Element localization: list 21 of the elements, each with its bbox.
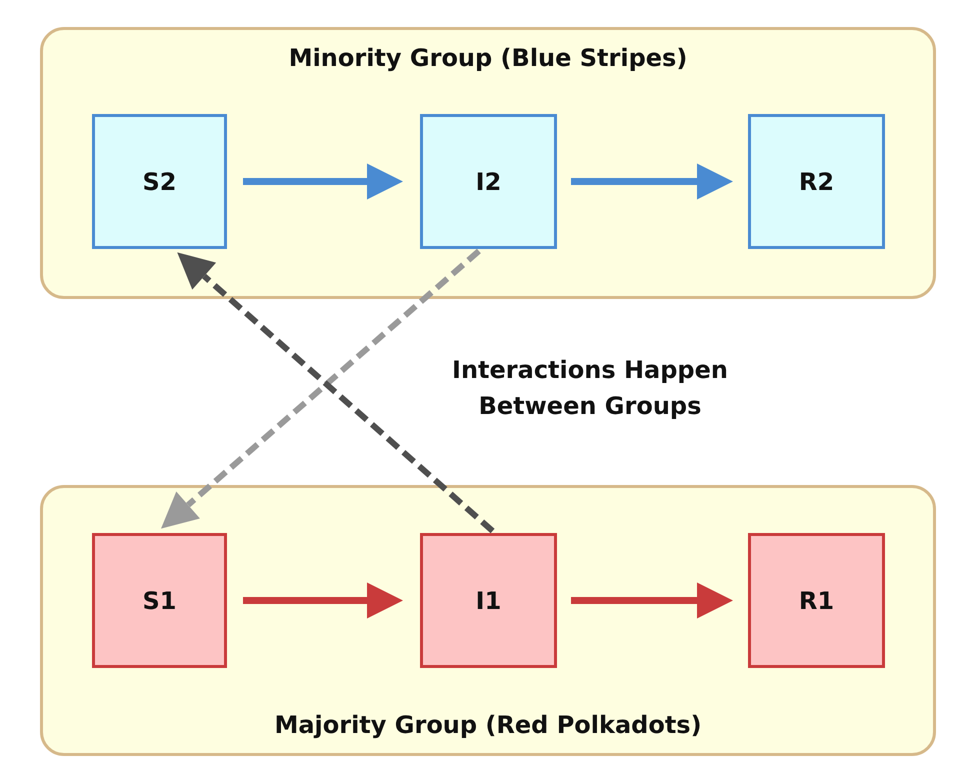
arrow [571, 582, 733, 618]
group-title: Majority Group (Red Polkadots) [273, 711, 703, 739]
group-panel [40, 27, 936, 299]
state-box [92, 114, 227, 249]
state-box [748, 533, 885, 668]
state-label: I2 [476, 168, 502, 196]
state-box [420, 533, 557, 668]
state-label: I1 [476, 586, 502, 614]
arrow [243, 582, 403, 618]
group-title: Minority Group (Blue Stripes) [288, 44, 688, 72]
state-box [748, 114, 885, 249]
state-box [420, 114, 557, 249]
arrow [243, 164, 403, 200]
state-box [92, 533, 227, 668]
state-label: R2 [798, 168, 834, 196]
state-label: S2 [142, 168, 176, 196]
annotation-text: Interactions Happen Between Groups [451, 355, 729, 422]
arrow [571, 164, 733, 200]
state-label: R1 [798, 586, 834, 614]
group-panel [40, 485, 936, 756]
state-label: S1 [142, 586, 176, 614]
